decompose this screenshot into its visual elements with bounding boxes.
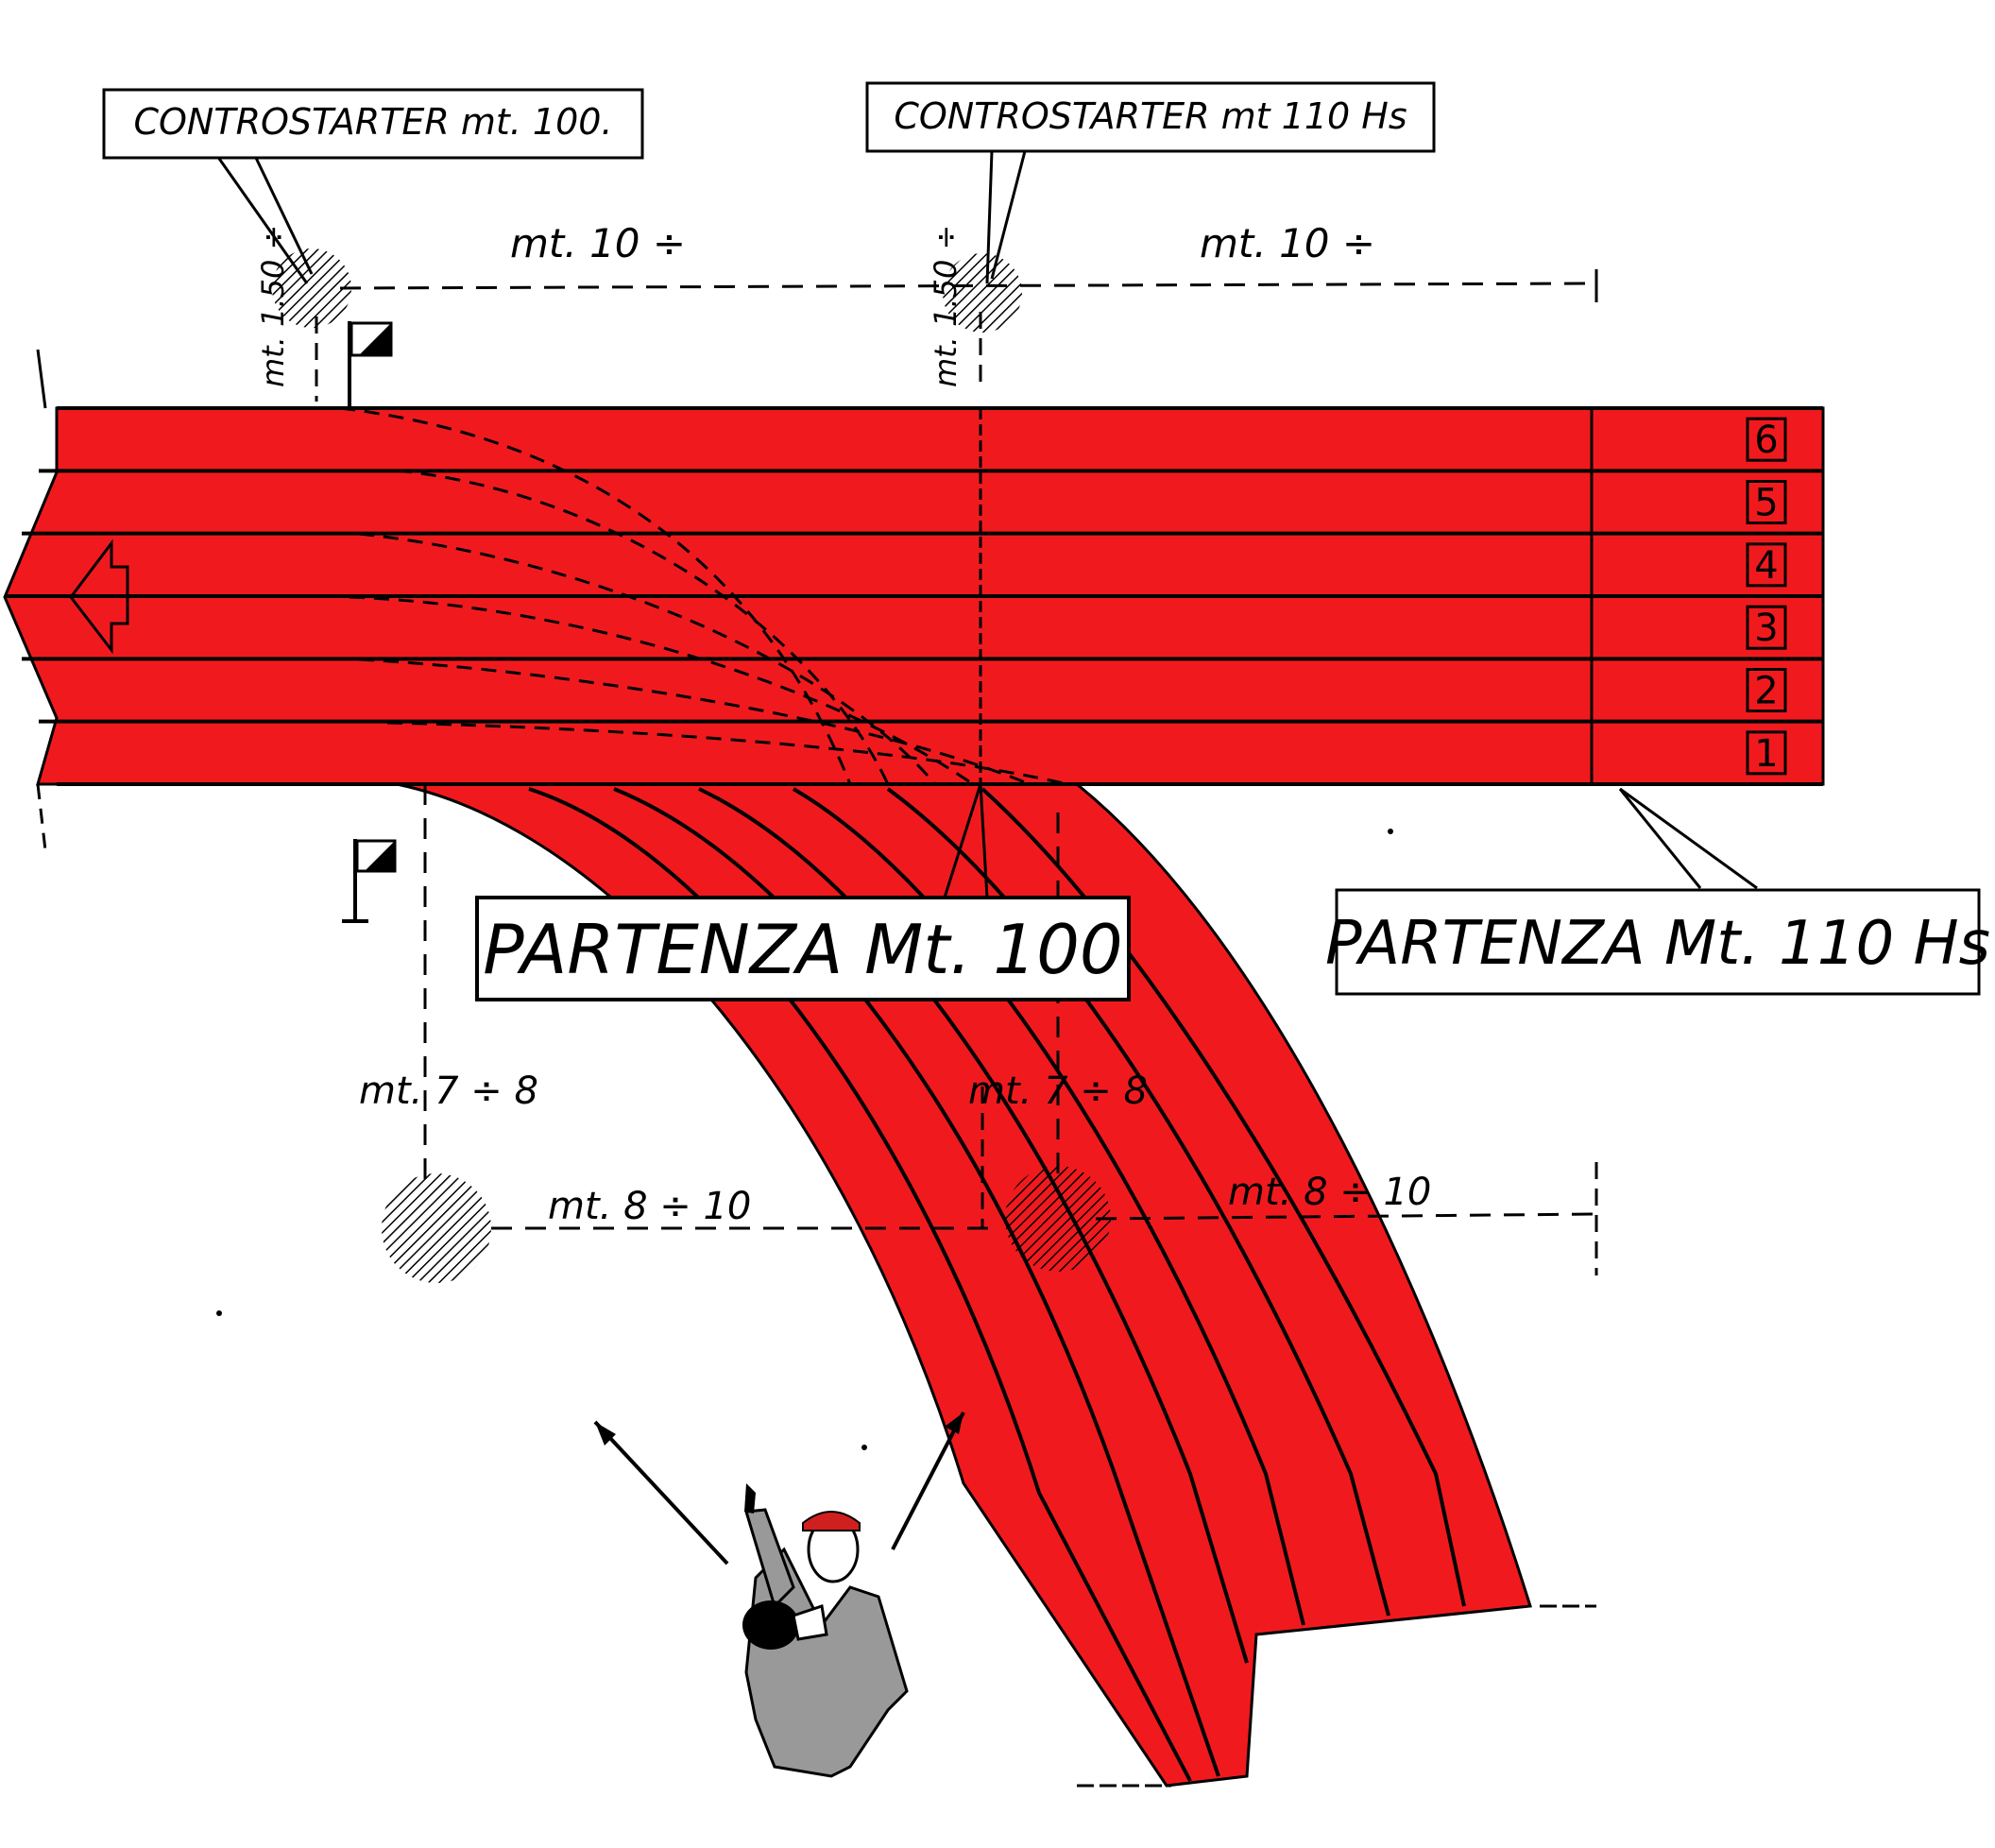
measure-bottom-right: mt. 8 ÷ 10 (1228, 1171, 1431, 1214)
measure-offset-right: mt. 1.50 ÷ (928, 225, 963, 387)
hatched-circle-icon (272, 248, 351, 328)
straight-track (3, 349, 1825, 851)
lane-number-label: 2 (1754, 670, 1778, 713)
label-box-controstarter-100: CONTROSTARTER mt. 100. (102, 88, 644, 160)
lane-number-4: 4 (1746, 542, 1787, 588)
partenza-110-label: PARTENZA Mt. 110 Hs (1325, 909, 1990, 979)
curve-lane-line (886, 787, 1390, 1617)
partenza-100-label: PARTENZA Mt. 100 (483, 910, 1122, 989)
lane-number-5: 5 (1746, 480, 1787, 525)
measure-top-right: mt. 10 ÷ (1200, 220, 1375, 266)
hatched-circle-icon (1005, 1166, 1111, 1272)
lane-number-label: 1 (1754, 732, 1778, 776)
controstarter-110-label: CONTROSTARTER mt 110 Hs (894, 95, 1407, 137)
boundary-line (36, 783, 47, 851)
curve-lane-line (613, 787, 1220, 1777)
starter-person-icon (593, 1412, 965, 1778)
lane-number-label: 4 (1754, 544, 1778, 588)
flag-icon (342, 839, 397, 923)
leader-lines (215, 150, 1758, 898)
measure-offset-left: mt. 1.50 ÷ (255, 225, 291, 387)
arrow-left-icon (69, 539, 129, 655)
boundary-line (36, 349, 47, 409)
lane-number-6: 6 (1746, 417, 1787, 462)
dimension-lines (315, 269, 1598, 1275)
lane-number-label: 5 (1754, 482, 1778, 525)
curve-lane-line (980, 787, 1466, 1607)
measure-top-left: mt. 10 ÷ (510, 220, 686, 266)
hatched-circle-icon (382, 1173, 491, 1283)
label-box-partenza-110: PARTENZA Mt. 110 Hs (1325, 888, 1990, 996)
curve-lane-line (528, 787, 1192, 1782)
measure-bottom-left: mt. 8 ÷ 10 (548, 1185, 751, 1228)
lane-number-3: 3 (1746, 605, 1787, 650)
lane-number-label: 3 (1754, 607, 1778, 650)
lane-number-label: 6 (1754, 419, 1778, 462)
lane-number-1: 1 (1746, 730, 1787, 776)
stray-dot (861, 1445, 867, 1450)
measure-vertical-left: mt. 7 ÷ 8 (359, 1069, 538, 1113)
hatched-circle-icon (943, 253, 1022, 333)
label-box-partenza-100: PARTENZA Mt. 100 (475, 896, 1131, 1001)
curve-lane-line (792, 787, 1305, 1626)
sight-lines (339, 406, 1068, 786)
flag-icon (348, 321, 393, 406)
measure-vertical-right: mt. 7 ÷ 8 (968, 1069, 1148, 1113)
stray-dot (216, 1310, 222, 1316)
curve-lane-line (698, 787, 1249, 1664)
lane-number-2: 2 (1746, 668, 1787, 713)
controstarter-100-label: CONTROSTARTER mt. 100. (133, 101, 612, 143)
lane-numbers: 6 5 4 3 2 1 (1746, 417, 1787, 776)
stray-dot (1388, 829, 1393, 834)
label-box-controstarter-110: CONTROSTARTER mt 110 Hs (865, 81, 1436, 153)
